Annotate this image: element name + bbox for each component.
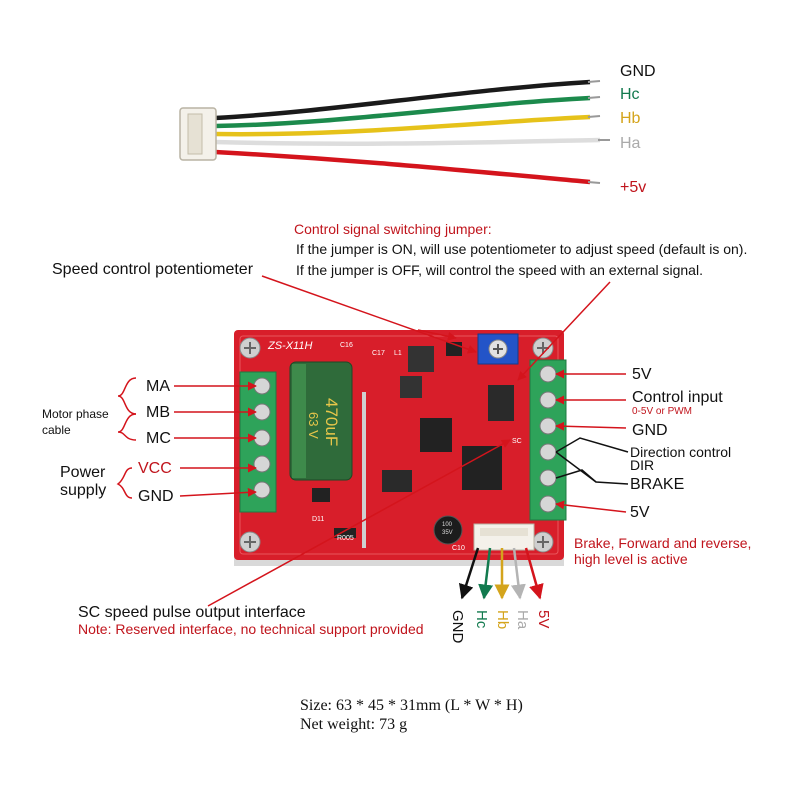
pin-label-hc: Hc [473,610,490,629]
chip-icon [312,342,514,538]
wire-black [214,79,591,121]
right-5v-bottom-label: 5V [630,504,650,521]
board-model: ZS-X11H [268,340,313,352]
power-gnd-label: GND [138,488,174,505]
sc-interface-label: SC speed pulse output interface [78,604,306,621]
silk-c17: C17 [372,350,385,357]
pin-label-gnd: GND [449,610,466,644]
jumper-line-1: If the jumper is ON, will use potentiome… [296,241,748,257]
capacitor-text-value: 470uF [322,398,341,447]
sc-interface-note: Note: Reserved interface, no technical s… [78,621,424,637]
pin-label-hb: Hb [494,610,511,630]
small-cap-text-2: 35V [442,530,453,536]
arrow-icon [207,439,511,607]
pcb-board [234,330,567,566]
cable-label-5v: +5v [620,179,647,196]
jumper-line-2: If the jumper is OFF, will control the s… [296,262,703,278]
potentiometer-label: Speed control potentiometer [52,261,254,278]
right-5v-top-label: 5V [632,366,652,383]
motor-ma-label: MA [146,378,170,395]
cable-label-ha: Ha [620,135,641,152]
connector-icon [473,523,535,551]
wire-green [214,95,591,129]
arrow-icon [458,547,480,600]
silk-r005: R005 [337,535,354,542]
arrow-icon [261,275,477,354]
silk-sc: SC [512,438,522,445]
spec-weight: Net weight: 73 g [300,716,408,733]
motor-mc-label: MC [146,430,171,447]
capacitor-text-voltage: 63 V [306,412,321,439]
arrow-icon [555,421,627,431]
cable-label-hb: Hb [620,110,641,127]
pin-label-ha: Ha [514,610,531,630]
wire-red [214,149,591,185]
brake-note-line-1: Brake, Forward and reverse, [574,535,752,551]
arrow-icon [478,547,494,600]
silk-c16: C16 [340,342,353,349]
cable-assembly [179,79,610,185]
jumper-title: Control signal switching jumper: [294,221,492,237]
arrow-icon [417,329,457,341]
arrow-icon [524,547,544,600]
brake-note-line-2: high level is active [574,551,688,567]
silk-c10: C10 [452,545,465,552]
power-supply-caption: Power supply [60,464,107,500]
right-gnd-label: GND [632,422,668,439]
potentiometer-icon [477,333,519,365]
connector-icon [179,107,217,161]
pin-label-5v: 5V [535,610,552,629]
control-input-sub: 0-5V or PWM [632,406,693,417]
cable-label-gnd: GND [620,63,656,80]
spec-size: Size: 63 * 45 * 31mm (L * W * H) [300,697,523,714]
small-cap-text-1: 100 [442,522,453,528]
silk-l1: L1 [394,350,402,357]
power-vcc-label: VCC [138,460,172,477]
screw-terminal-icon [529,359,567,521]
capacitor-icon [433,515,463,545]
capacitor-icon [289,361,353,481]
arrow-icon [555,500,627,513]
motor-mb-label: MB [146,404,170,421]
leader-lines [116,275,629,607]
dir-label: DIR [630,457,655,473]
mounting-screw-icon [239,337,554,553]
screw-terminal-icon [239,371,277,513]
wire-yellow [214,114,591,137]
motor-phase-caption: Motor phase cable [42,407,109,438]
cable-label-hc: Hc [620,86,640,103]
brake-label: BRAKE [630,476,685,493]
control-input-label: Control input [632,389,723,406]
wire-white [214,137,601,146]
silk-d11: D11 [312,516,325,523]
direction-control-label: Direction control [630,444,732,460]
arrow-icon [179,487,257,497]
arrow-icon [517,281,611,381]
arrow-icon [510,547,526,600]
